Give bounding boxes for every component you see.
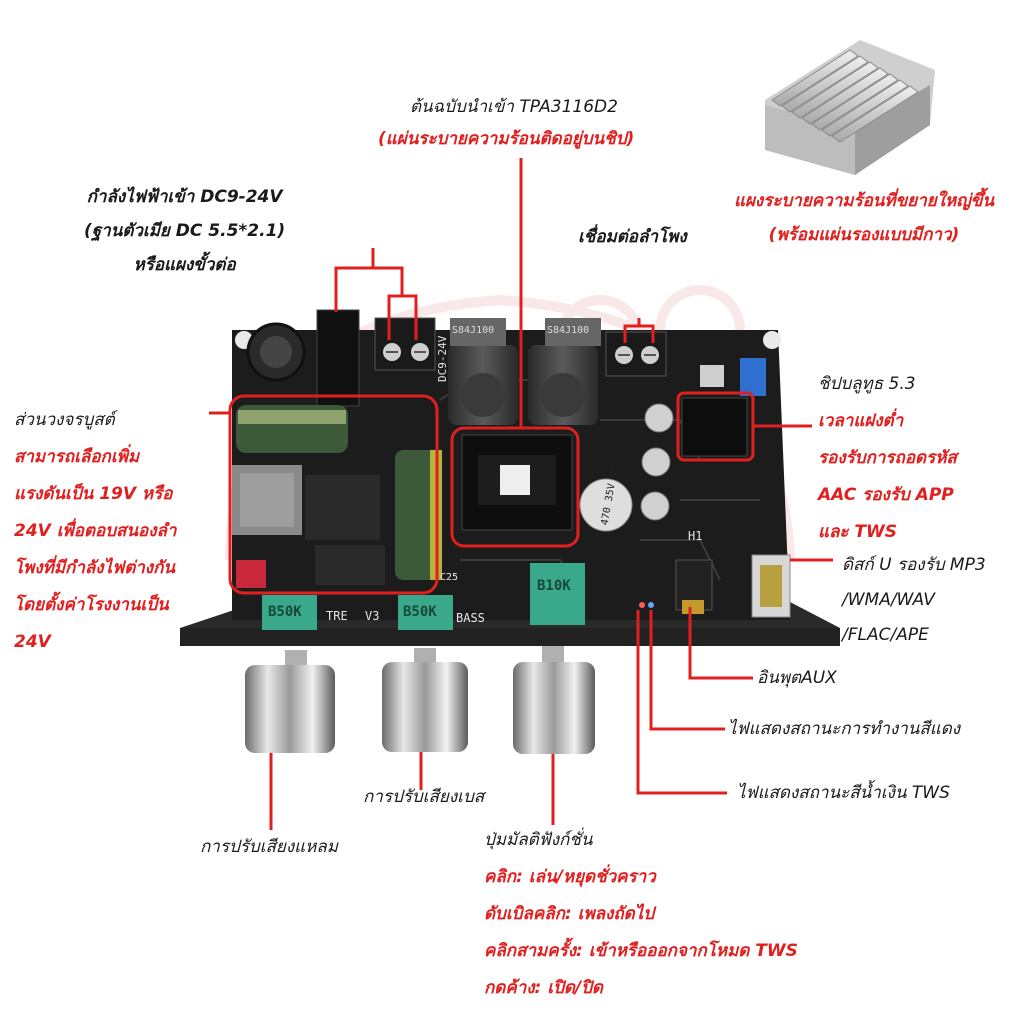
udisk-line-2: /FLAC/APE <box>842 625 929 645</box>
bluetooth-title: ชิปบลูทูธ 5.3 <box>818 374 916 394</box>
multi-title: ปุ่มมัลติฟังก์ชั่น <box>484 830 593 850</box>
silk-tre: TRE <box>326 609 348 623</box>
multifunction-knob <box>513 646 595 754</box>
multi-line-0: คลิก: เล่น/หยุดชั่วคราว <box>484 867 656 887</box>
treble-knob <box>245 650 335 753</box>
pcb-board <box>232 309 791 630</box>
udisk-line-1: /WMA/WAV <box>842 590 935 610</box>
silk-pot2: B50K <box>403 604 437 620</box>
power-input-line1: กำลังไฟฟ้าเข้า DC9-24V <box>86 187 283 207</box>
boost-line-1: แรงดันเป็น 19V หรือ <box>14 484 173 504</box>
red-led-label: ไฟแสดงสถานะการทำงานสีแดง <box>728 718 960 740</box>
silk-ic2: S84J100 <box>547 325 589 336</box>
boost-line-5: 24V <box>14 632 51 652</box>
power-input-line2: (ฐานตัวเมีย DC 5.5*2.1) <box>84 221 286 241</box>
silk-pot3: B10K <box>537 578 571 594</box>
boost-title: ส่วนวงจรบูสต์ <box>14 410 115 430</box>
bass-text: การปรับเสียงเบส <box>363 787 485 807</box>
amp-chip-label: ต้นฉบับนำเข้า TPA3116D2 (แผ่นระบายความร้… <box>378 96 634 150</box>
aux-text: อินพุตAUX <box>757 668 837 688</box>
multi-line-2: คลิกสามครั้ง: เข้าหรือออกจากโหมด TWS <box>484 941 798 961</box>
board-silkscreen: B50K B50K B10K TRE V3 BASS S84J100 S84J1… <box>268 325 702 625</box>
power-input-line3: หรือแผงขั้วต่อ <box>133 255 236 275</box>
treble-text: การปรับเสียงแหลม <box>200 837 338 857</box>
red-led-text: ไฟแสดงสถานะการทำงานสีแดง <box>728 719 961 739</box>
bluetooth-line-3: และ TWS <box>818 522 898 542</box>
amp-chip-highlight <box>450 426 580 548</box>
silk-c25: C25 <box>440 572 458 583</box>
boost-line-0: สามารถเลือกเพิ่ม <box>14 447 140 467</box>
silk-v3: V3 <box>365 609 379 623</box>
boost-label: ส่วนวงจรบูสต์ สามารถเลือกเพิ่ม แรงดันเป็… <box>14 402 176 661</box>
silk-pot1: B50K <box>268 604 302 620</box>
bluetooth-line-0: เวลาแฝงต่ำ <box>818 411 904 431</box>
heatsink-line2: (พร้อมแผ่นรองแบบมีกาว) <box>768 225 960 245</box>
heatsink-label: แผงระบายความร้อนที่ขยายใหญ่ขึ้น (พร้อมแผ… <box>734 190 994 246</box>
aux-label: อินพุตAUX <box>757 667 837 689</box>
silk-h1: H1 <box>688 529 702 543</box>
bass-knob <box>382 648 468 752</box>
treble-label: การปรับเสียงแหลม <box>200 836 338 858</box>
boost-line-3: โพงที่มีกำลังไฟต่างกัน <box>14 558 175 578</box>
multi-line-3: กดค้าง: เปิด/ปิด <box>484 978 603 998</box>
boost-line-4: โดยตั้งค่าโรงงานเป็น <box>14 595 169 615</box>
silk-dc: DC9-24V <box>436 335 449 382</box>
speaker-label: เชื่อมต่อลำโพง <box>578 226 687 248</box>
multi-line-1: ดับเบิลคลิก: เพลงถัดไป <box>484 904 655 924</box>
bass-label: การปรับเสียงเบส <box>363 786 484 808</box>
udisk-label: ดิสก์ U รองรับ MP3 /WMA/WAV /FLAC/APE <box>842 548 986 653</box>
bluetooth-label: ชิปบลูทูธ 5.3 เวลาแฝงต่ำ รองรับการถอดรหั… <box>818 366 957 551</box>
udisk-line-0: ดิสก์ U รองรับ MP3 <box>842 555 986 575</box>
boost-highlight <box>228 394 439 595</box>
speaker-text: เชื่อมต่อลำโพง <box>578 227 687 247</box>
bluetooth-line-2: AAC รองรับ APP <box>818 485 954 505</box>
power-input-label: กำลังไฟฟ้าเข้า DC9-24V (ฐานตัวเมีย DC 5.… <box>84 186 285 276</box>
silk-ic1: S84J100 <box>452 325 494 336</box>
blue-led-label: ไฟแสดงสถานะสีน้ำเงิน TWS <box>737 782 950 804</box>
multi-button-label: ปุ่มมัลติฟังก์ชั่น คลิก: เล่น/หยุดชั่วคร… <box>484 822 798 1007</box>
blue-led-text: ไฟแสดงสถานะสีน้ำเงิน TWS <box>737 783 950 803</box>
boost-line-2: 24V เพื่อตอบสนองลำ <box>14 521 177 541</box>
heatsink-image <box>765 40 935 175</box>
amp-chip-line1: ต้นฉบับนำเข้า TPA3116D2 <box>410 97 618 117</box>
silk-bass: BASS <box>456 611 485 625</box>
heatsink-line1: แผงระบายความร้อนที่ขยายใหญ่ขึ้น <box>734 191 994 211</box>
leader-lines <box>209 158 833 830</box>
amp-chip-line2: (แผ่นระบายความร้อนติดอยู่บนชิป) <box>378 129 635 149</box>
bluetooth-line-1: รองรับการถอดรหัส <box>818 448 957 468</box>
